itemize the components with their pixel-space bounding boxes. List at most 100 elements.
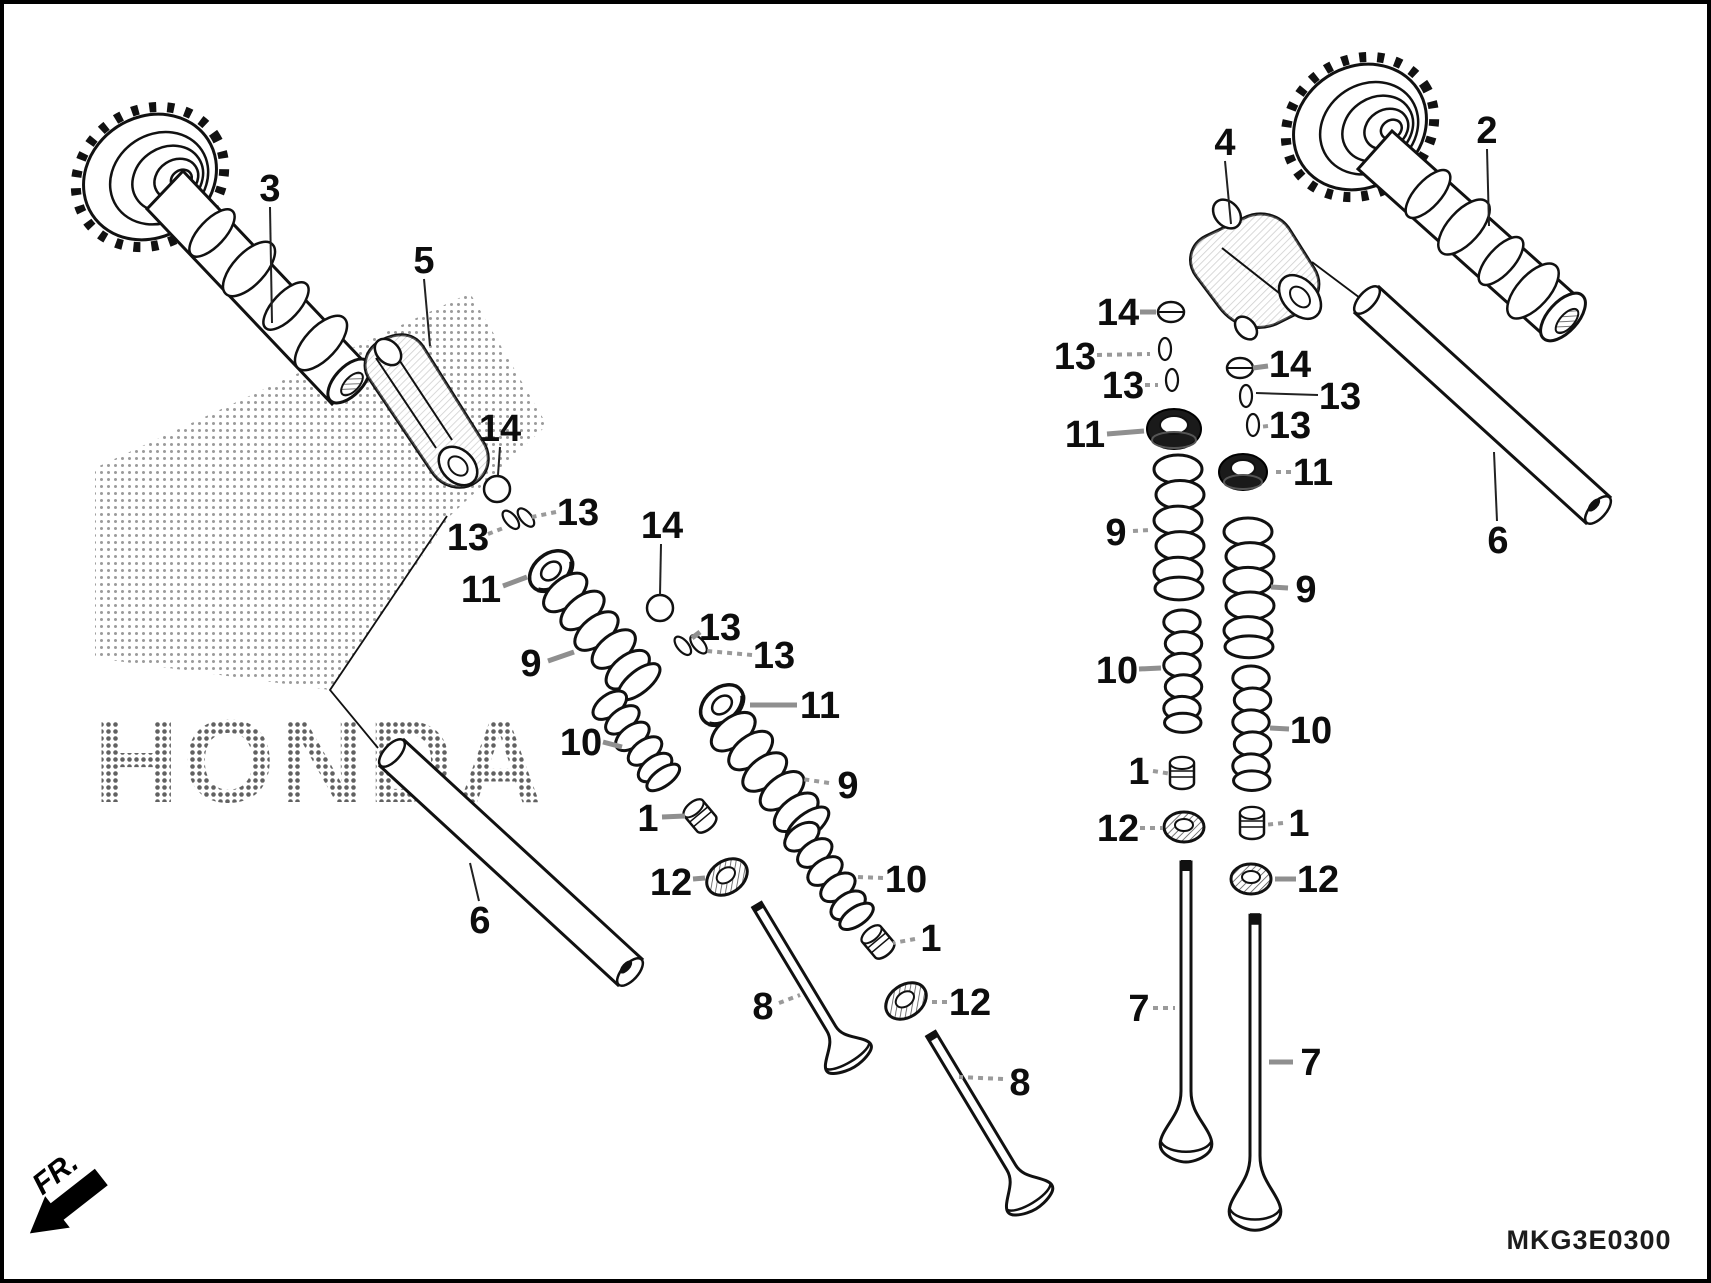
leader-line [1493,451,1498,522]
leader-line [690,630,702,640]
part-number-label: 12 [650,862,692,904]
leader-line [801,777,830,785]
valve-7a [1158,858,1214,1164]
valve-cotters-13d [1238,383,1261,438]
leader-line [502,574,528,589]
rocker-arm-intake [363,333,490,489]
part-number-label: 8 [1009,1062,1030,1104]
callout-part-2: 2 [1476,110,1498,227]
valve-spring-inner-10a [586,682,686,798]
callout-part-11: 11 [461,569,528,611]
leader-line [1252,363,1269,371]
part-number-label: 9 [520,643,541,685]
leader-line [1263,821,1284,827]
part-number-label: 3 [259,168,280,210]
part-number-label: 13 [557,492,599,534]
valve-spring-outer-9c [1154,455,1204,600]
part-number-label: 10 [560,722,602,764]
part-number-label: 5 [413,240,434,282]
leader-line [469,862,480,902]
callout-part-4: 4 [1214,122,1236,225]
callout-part-10: 10 [1269,710,1332,752]
valve-spring-inner-10d [1230,664,1273,793]
callout-part-9: 9 [801,765,859,807]
callout-part-10: 10 [560,722,623,764]
leader-line [892,937,916,945]
callout-part-13: 13 [1258,405,1311,447]
callout-part-8: 8 [958,1062,1031,1104]
leader-line [692,875,706,882]
camshaft-intake [70,101,372,407]
valve-cotters-13c [1157,336,1180,393]
leader-line [269,206,273,324]
callout-part-8: 8 [752,986,801,1028]
part-number-label: 13 [753,635,795,677]
valve-cotter-ring-14a [482,474,512,504]
callout-part-13: 13 [531,492,599,534]
leader-line [1270,584,1289,591]
callout-part-1: 1 [1263,803,1310,845]
part-number-label: 12 [949,982,991,1024]
front-arrow-icon [29,1168,108,1234]
leader-line [1096,352,1151,357]
part-number-label: 13 [1054,336,1096,378]
assembly-axis-left [328,515,448,749]
callout-part-11: 11 [750,685,840,727]
part-number-label: 6 [469,900,490,942]
callout-part-9: 9 [520,643,575,685]
callout-part-7: 7 [1128,988,1175,1030]
spring-seat-1a [682,798,718,834]
part-number-label: 11 [800,685,840,727]
callout-part-9: 9 [1105,512,1151,554]
part-number-label: 6 [1487,520,1508,562]
leader-line [1152,769,1173,776]
leader-line [1106,428,1145,437]
callout-part-14: 14 [1097,292,1156,334]
part-number-label: 13 [699,607,741,649]
camshaft-exhaust [1280,51,1587,343]
part-number-label: 1 [920,918,941,960]
leader-line [1224,160,1232,225]
valve-8b [906,1018,1060,1224]
part-number-label: 12 [1297,859,1339,901]
part-number-label: 8 [752,986,773,1028]
part-number-label: 14 [1269,344,1311,386]
leader-line [1255,392,1319,396]
valve-spring-inner-10b [777,813,880,937]
part-number-label: 7 [1300,1042,1321,1084]
part-number-label: 7 [1128,988,1149,1030]
valve-seal-12c [1162,810,1206,844]
callout-part-12: 12 [650,862,706,904]
rocker-shaft-left [377,737,645,988]
valve-seal-12a [705,857,749,897]
part-number-label: 11 [461,569,501,611]
callout-part-11: 11 [1065,414,1145,456]
valve-shim-14d [1225,356,1255,380]
part-number-label: 1 [1288,803,1309,845]
callout-part-13: 13 [690,607,741,649]
part-number-label: 1 [1128,751,1149,793]
diagram-code: MKG3E0300 [1506,1225,1671,1255]
leader-line [531,510,557,519]
callout-part-5: 5 [413,240,435,347]
leader-line [857,875,884,880]
part-number-label: 14 [479,408,521,450]
part-number-label: 13 [1319,376,1361,418]
callout-part-14: 14 [1252,344,1311,386]
part-number-label: 13 [1269,405,1311,447]
callout-part-3: 3 [259,168,281,324]
valve-shim-14c [1156,300,1186,324]
valve-7b [1227,911,1283,1232]
part-number-label: 10 [885,859,927,901]
leader-line [778,993,801,1005]
valve-spring-inner-10c [1161,608,1204,735]
part-number-label: 10 [1096,650,1138,692]
leader-line [423,278,431,347]
callout-part-7: 7 [1269,1042,1322,1084]
leader-line [706,649,753,657]
callout-part-12: 12 [1275,859,1339,901]
part-number-label: 14 [641,505,683,547]
part-number-label: 9 [837,765,858,807]
